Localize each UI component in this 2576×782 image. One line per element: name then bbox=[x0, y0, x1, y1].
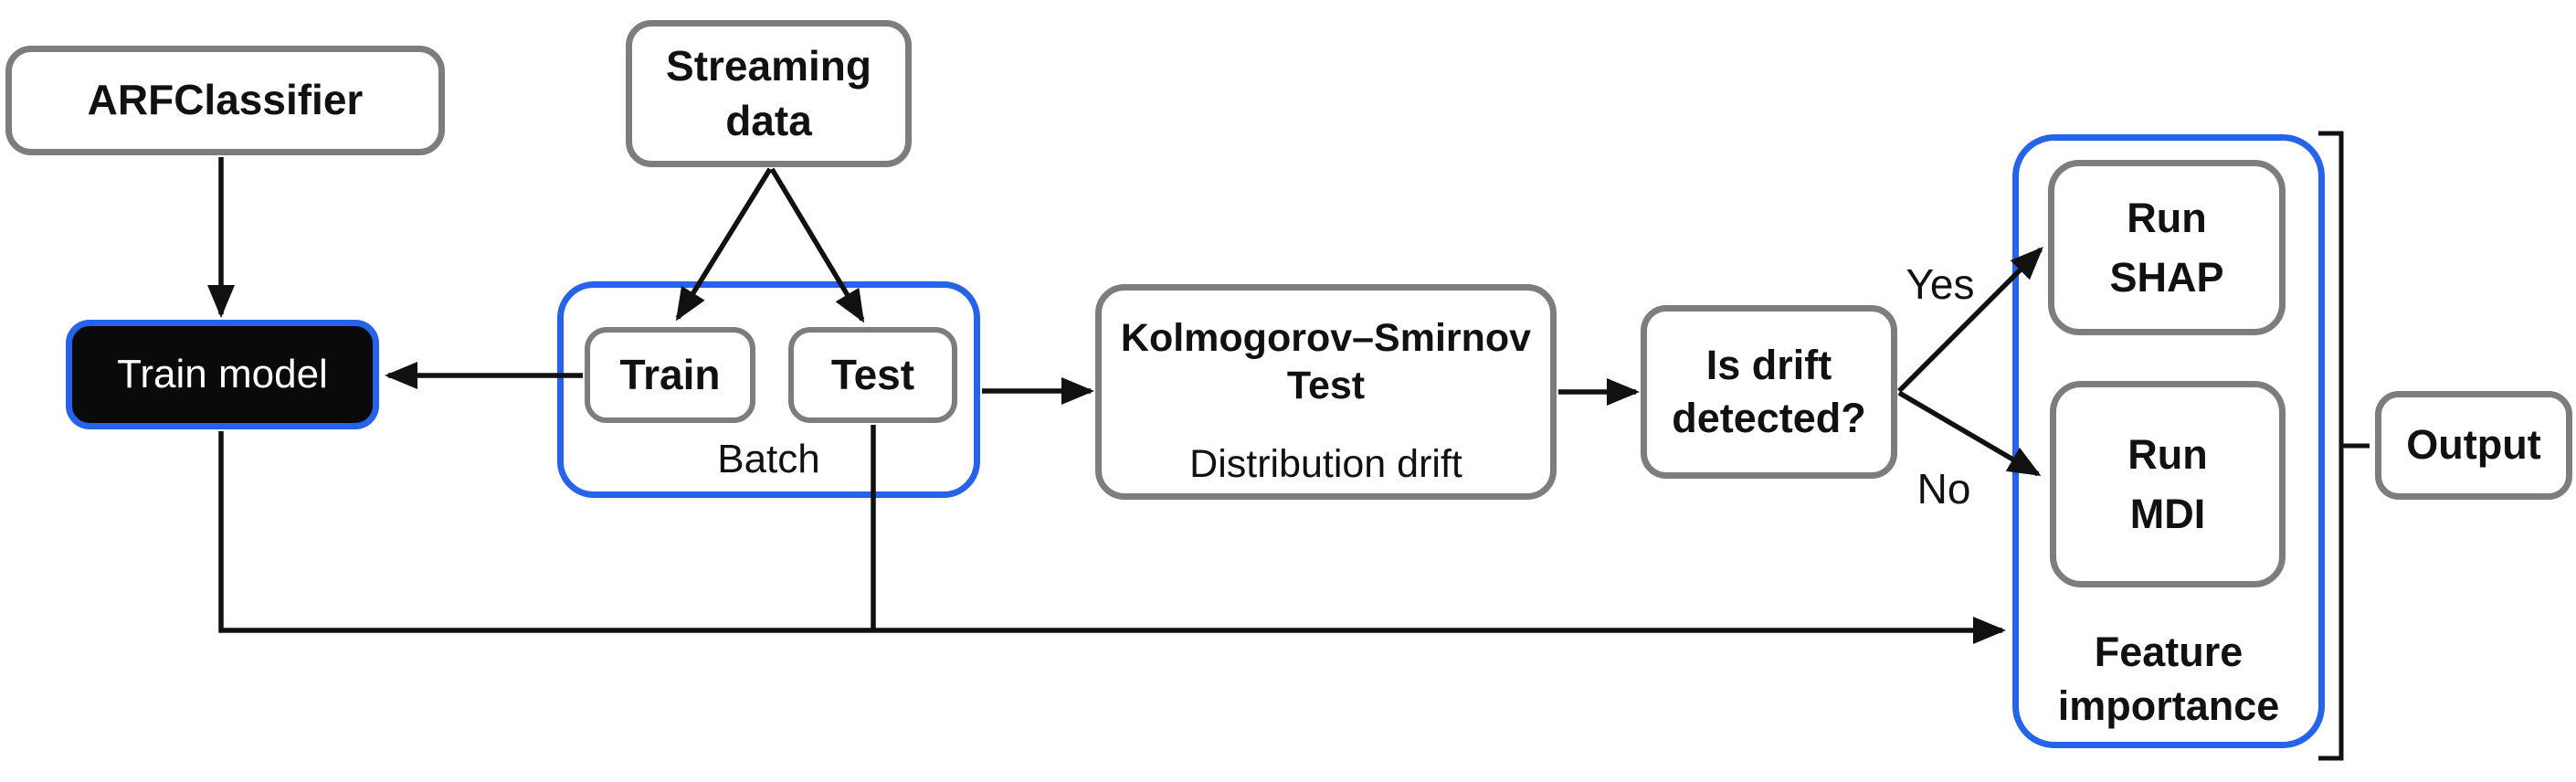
batch-label: Batch bbox=[717, 437, 820, 481]
test-label: Test bbox=[830, 350, 915, 398]
node-train-model: Train model bbox=[66, 320, 379, 429]
arfclassifier-label: ARFClassifier bbox=[87, 76, 364, 124]
drift-label-line2: detected? bbox=[1672, 395, 1866, 441]
node-kolmogorov-smirnov-test: Kolmogorov–Smirnov Test Distribution dri… bbox=[1095, 284, 1557, 500]
ks-test-title: Kolmogorov–Smirnov Test bbox=[1121, 314, 1531, 410]
feature-importance-label: Feature importance bbox=[2012, 626, 2325, 733]
node-is-drift-detected: Is drift detected? bbox=[1641, 305, 1897, 479]
node-train: Train bbox=[585, 327, 755, 423]
output-label: Output bbox=[2406, 421, 2541, 469]
node-run-shap: Run SHAP bbox=[2048, 160, 2286, 335]
feature-importance-label-line2: importance bbox=[2057, 682, 2280, 729]
node-output: Output bbox=[2375, 391, 2572, 500]
node-test: Test bbox=[788, 327, 957, 423]
streaming-data-label-line2: data bbox=[725, 96, 812, 144]
run-mdi-label-line1: Run bbox=[2127, 430, 2208, 478]
feature-importance-label-line1: Feature bbox=[2094, 629, 2243, 675]
run-mdi-label-line2: MDI bbox=[2129, 491, 2206, 537]
streaming-data-label-line1: Streaming bbox=[666, 41, 871, 90]
train-label: Train bbox=[619, 350, 721, 398]
ks-test-title-line2: Test bbox=[1286, 364, 1366, 408]
node-run-mdi: Run MDI bbox=[2050, 381, 2286, 587]
drift-label-line1: Is drift bbox=[1705, 341, 1832, 388]
ks-test-title-line1: Kolmogorov–Smirnov bbox=[1120, 316, 1532, 360]
edge-label-no: No bbox=[1916, 465, 1971, 513]
node-arfclassifier: ARFClassifier bbox=[5, 46, 445, 155]
run-shap-label-line1: Run bbox=[2127, 194, 2207, 241]
train-model-label: Train model bbox=[117, 352, 328, 397]
run-shap-label-line2: SHAP bbox=[2109, 254, 2224, 301]
node-streaming-data: Streaming data bbox=[626, 20, 912, 167]
edge-label-yes: Yes bbox=[1906, 260, 1975, 308]
ks-test-subtitle: Distribution drift bbox=[1189, 441, 1462, 486]
